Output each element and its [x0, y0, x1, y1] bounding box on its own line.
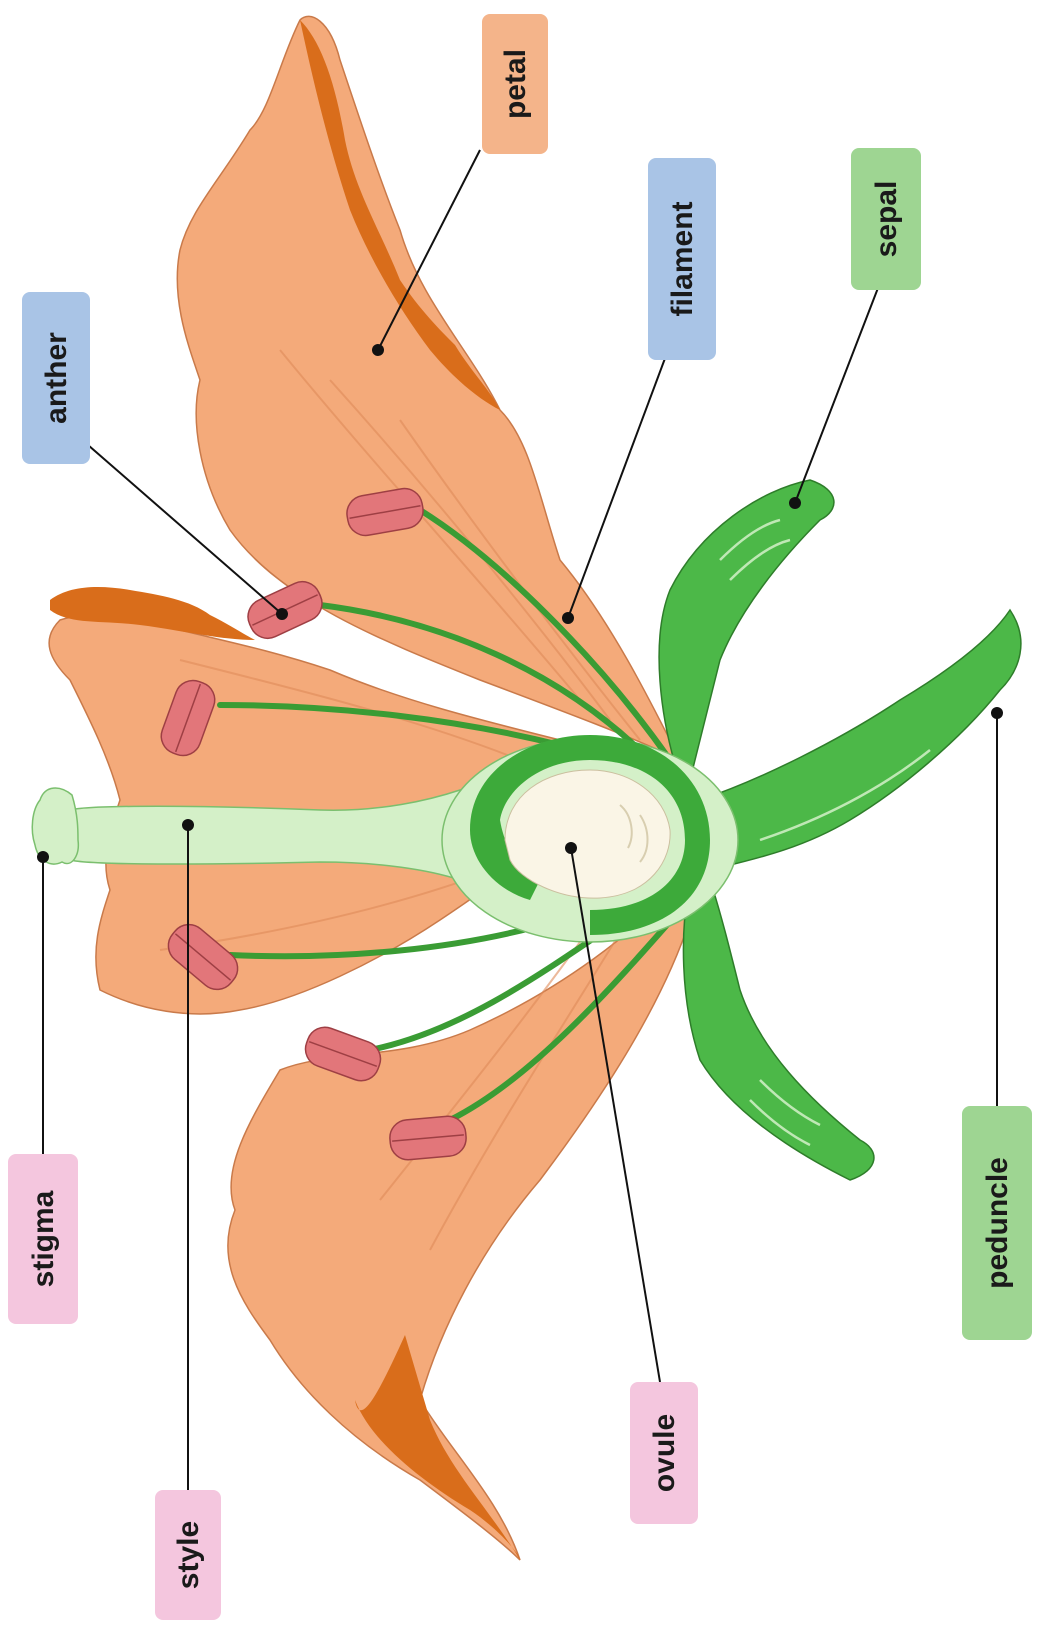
sepal-label-text: sepal [870, 181, 903, 258]
stigma-dot [37, 851, 49, 863]
style-label-text: style [172, 1521, 205, 1589]
sepal-label: sepal [851, 148, 921, 290]
filament-label-text: filament [666, 201, 699, 316]
ovule-label-text: ovule [648, 1414, 681, 1492]
sepal-dot [789, 497, 801, 509]
stigma-label-text: stigma [27, 1190, 60, 1287]
ovule-cavity [505, 770, 670, 898]
anther-dot [276, 608, 288, 620]
filament-label: filament [648, 158, 716, 360]
ovule-dot [565, 842, 577, 854]
filament-leader [568, 345, 670, 618]
anther-label-text: anther [40, 332, 73, 424]
petal-dot [372, 344, 384, 356]
peduncle-dot [991, 707, 1003, 719]
sepal-leader [795, 275, 883, 503]
style-dot [182, 819, 194, 831]
anther-6 [388, 1115, 467, 1161]
ovule-label: ovule [630, 1382, 698, 1524]
anther-label: anther [22, 292, 90, 464]
filament-dot [562, 612, 574, 624]
upper-sepal [659, 480, 834, 780]
lower-sepal [683, 880, 874, 1180]
stigma-label: stigma [8, 1154, 78, 1324]
petal-label: petal [482, 14, 548, 154]
petal-label-text: petal [499, 49, 532, 119]
peduncle-label-text: peduncle [981, 1157, 1014, 1289]
style-label: style [155, 1490, 221, 1620]
peduncle-label: peduncle [962, 1106, 1032, 1340]
peduncle-stem [700, 610, 1021, 870]
